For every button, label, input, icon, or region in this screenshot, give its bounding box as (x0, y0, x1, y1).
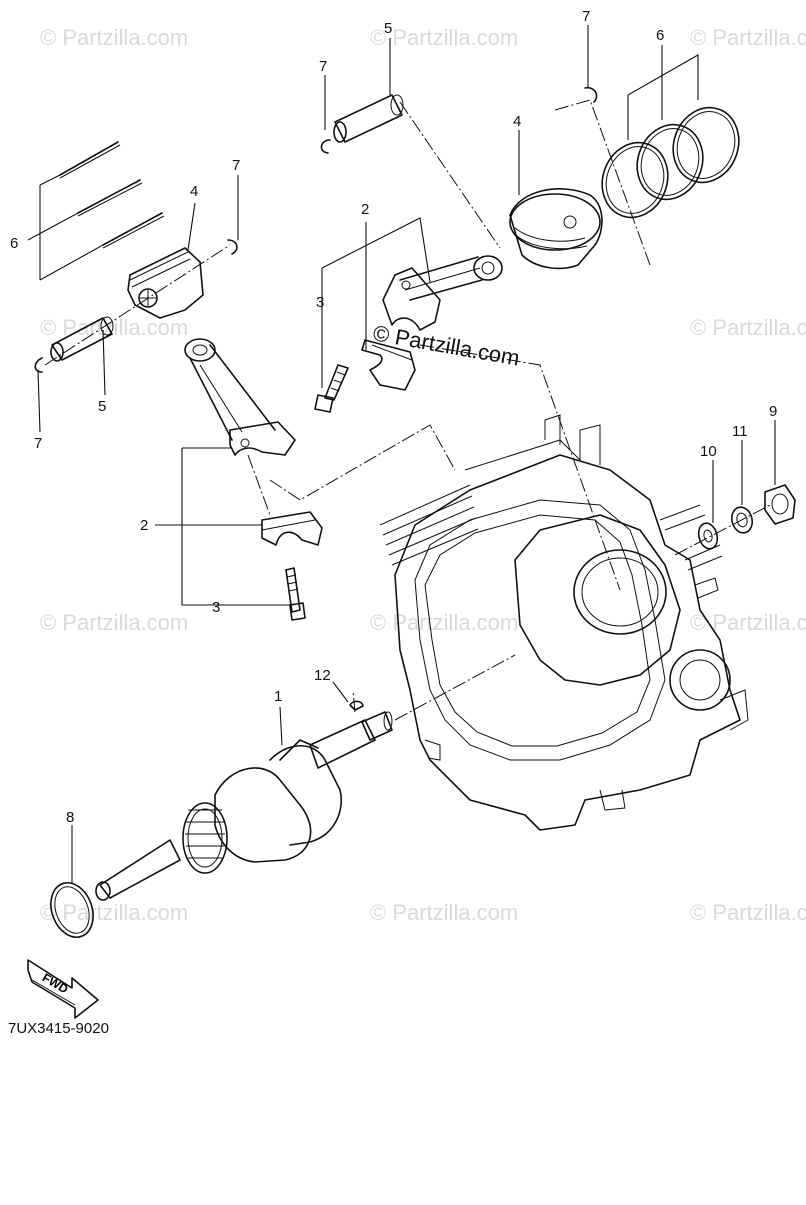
callout-6: 6 (656, 27, 664, 44)
watermark: © Partzilla.com (40, 25, 188, 50)
callout-4: 4 (190, 183, 198, 200)
callout-3: 3 (316, 294, 324, 311)
fwd-arrow-icon: FWD (27, 959, 99, 1019)
watermark: © Partzilla.com (40, 900, 188, 925)
crankcase (379, 414, 749, 831)
callouts: 6 4 7 5 7 2 3 1 12 8 3 2 5 7 4 7 6 10 11… (10, 8, 777, 826)
callout-7: 7 (319, 58, 327, 75)
callout-7: 7 (582, 8, 590, 25)
watermark: © Partzilla.com (370, 900, 518, 925)
fwd-label: FWD (40, 970, 71, 996)
callout-1: 1 (274, 688, 282, 705)
upper-piston-assembly (320, 86, 740, 270)
callout-6: 6 (10, 235, 18, 252)
callout-5: 5 (98, 398, 106, 415)
callout-11: 11 (732, 423, 748, 440)
callout-10: 10 (700, 443, 717, 460)
center-watermark: © Partzilla.com (371, 320, 521, 370)
callout-5: 5 (384, 20, 392, 37)
callout-9: 9 (769, 403, 777, 420)
watermark: © Partzilla.com (40, 315, 188, 340)
crankshaft (95, 654, 516, 901)
leader-lines (27, 25, 776, 883)
callout-3: 3 (212, 599, 220, 616)
upper-connecting-rod (314, 255, 621, 591)
callout-2: 2 (361, 201, 369, 218)
o-ring (50, 882, 94, 938)
watermark: © Partzilla.com (370, 25, 518, 50)
callout-7: 7 (34, 435, 42, 452)
watermarks: © Partzilla.com © Partzilla.com © Partzi… (40, 25, 806, 925)
watermark: © Partzilla.com (40, 610, 188, 635)
washers-and-nut (674, 484, 796, 556)
callout-4: 4 (513, 113, 521, 130)
callout-8: 8 (66, 809, 74, 826)
callout-7: 7 (232, 157, 240, 174)
diagram-code: 7UX3415-9020 (8, 1020, 109, 1037)
watermark: © Partzilla.com (690, 25, 806, 50)
watermark: © Partzilla.com (690, 900, 806, 925)
left-connecting-rod (184, 338, 456, 621)
callout-2: 2 (140, 517, 148, 534)
watermark: © Partzilla.com (690, 610, 806, 635)
watermark: © Partzilla.com (370, 610, 518, 635)
watermark: © Partzilla.com (690, 315, 806, 340)
left-piston-assembly (34, 141, 238, 373)
callout-12: 12 (314, 667, 331, 684)
